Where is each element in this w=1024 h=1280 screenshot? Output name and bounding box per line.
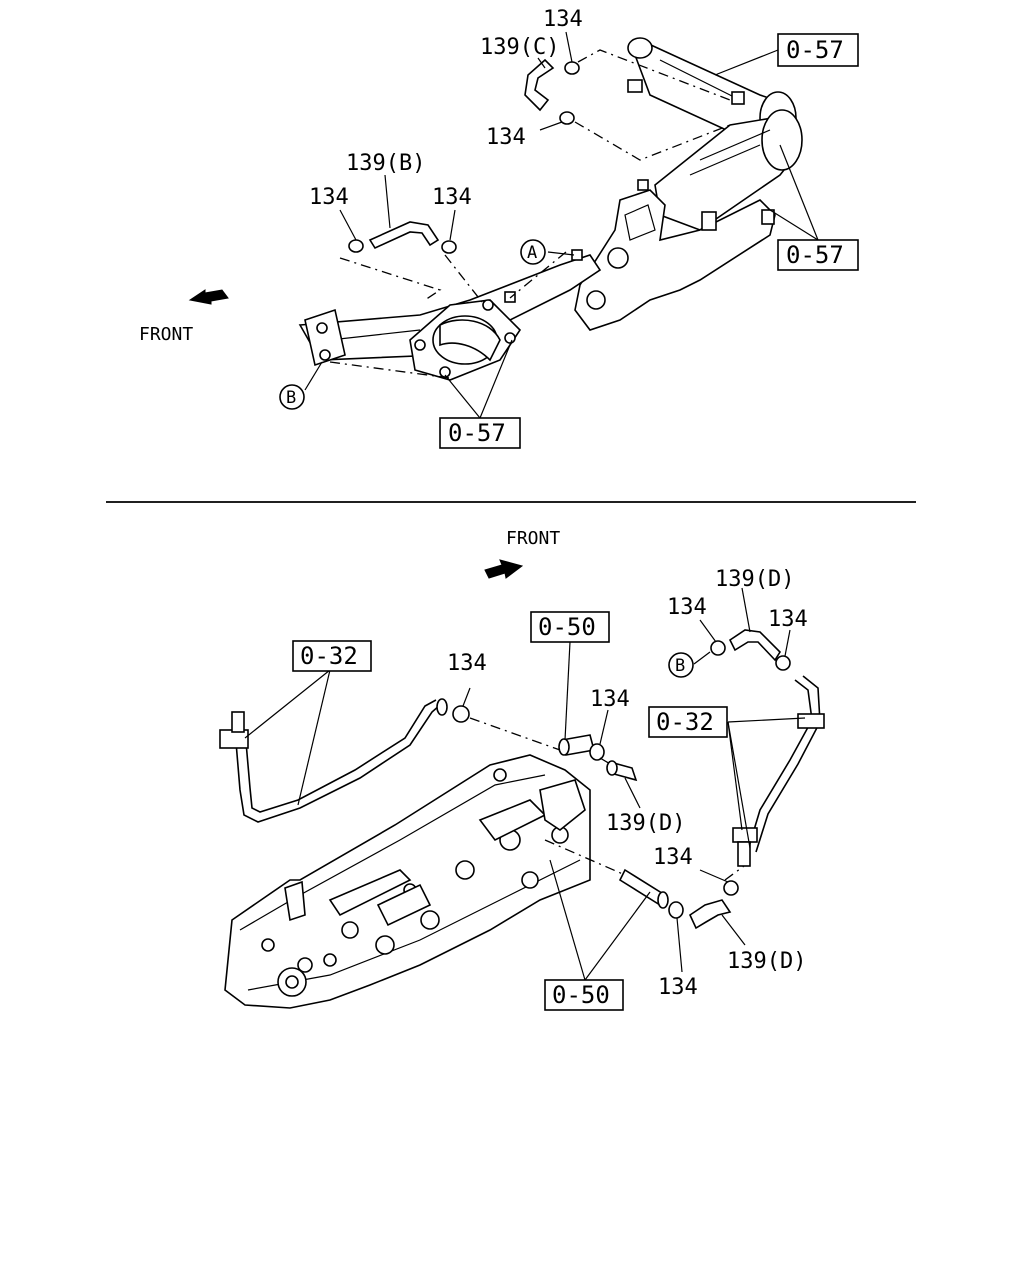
label-clamp-bottom: 134 <box>658 975 698 1000</box>
circle-a-text: A <box>527 243 537 263</box>
route-line-c <box>577 49 731 101</box>
route-line-c2 <box>574 121 731 161</box>
fitting-upper <box>637 179 649 191</box>
ref-top: 0-57 <box>786 36 844 64</box>
label-hose-139b: 139(B) <box>346 151 425 176</box>
front-label-lower: FRONT <box>506 528 560 549</box>
label-clamp-center: 134 <box>447 651 487 676</box>
label-clamp-lower-right: 134 <box>653 845 693 870</box>
clamp-d-left <box>710 640 726 656</box>
cylinder-head <box>224 754 591 1009</box>
route-line-a <box>509 251 567 299</box>
label-clamp-pipe: 134 <box>590 687 630 712</box>
route-line-b <box>339 257 442 301</box>
ref-050-bottom: 0-50 <box>552 981 610 1009</box>
flange-assembly <box>409 299 522 381</box>
ref-032-left: 0-32 <box>300 642 358 670</box>
label-hose-139c: 139(C) <box>480 35 559 60</box>
hose-139b <box>368 221 440 250</box>
clamp-lower-right <box>723 880 739 896</box>
circle-a <box>520 239 546 265</box>
clamp-mid <box>559 111 575 125</box>
hose-139c <box>524 58 555 112</box>
fitting-lower <box>504 291 516 303</box>
pipe-032-right <box>732 675 825 867</box>
label-clamp-mid: 134 <box>486 125 526 150</box>
ref-box-050-bottom <box>544 979 624 1011</box>
clamp-bottom <box>668 901 684 919</box>
label-hose-139d-top: 139(D) <box>715 567 794 592</box>
circle-b-upper <box>279 384 305 410</box>
label-hose-139d-bottom: 139(D) <box>727 949 806 974</box>
lower-section: FRONT <box>219 528 825 1011</box>
upper-section: FRONT 134 139(C) 134 139(B) 134 134 0-57… <box>139 7 859 449</box>
route-line-pipe <box>329 361 451 379</box>
circle-b-lower <box>668 652 694 678</box>
clamp-top <box>564 61 580 75</box>
exhaust-manifold <box>574 189 776 331</box>
circle-b-upper-text: B <box>286 388 296 408</box>
front-label-upper: FRONT <box>139 324 193 345</box>
route-line-b2 <box>444 254 483 303</box>
ref-box-032-left <box>292 640 372 672</box>
clamp-right <box>441 240 457 254</box>
label-hose-139d-mid: 139(D) <box>606 811 685 836</box>
hose-139d-bottom <box>688 899 732 930</box>
ref-box-050-top <box>530 611 610 643</box>
route-line-center <box>469 717 561 751</box>
ref-box-right <box>777 239 859 271</box>
label-clamp-left: 134 <box>309 185 349 210</box>
circle-b-lower-text: B <box>675 656 685 676</box>
pipe-050-bottom <box>618 868 669 909</box>
hose-139d-top <box>728 629 782 662</box>
front-arrow-upper <box>188 289 229 305</box>
hose-139d-mid <box>606 760 638 782</box>
clamp-center <box>452 705 470 723</box>
route-line-pipe-top <box>599 757 613 766</box>
clamp-d-right <box>775 655 791 671</box>
egr-cooler-lower <box>654 109 803 231</box>
ref-box-bottom <box>439 417 521 449</box>
clamp-left <box>348 239 364 253</box>
ref-right: 0-57 <box>786 241 844 269</box>
pipe-032-left <box>219 698 448 823</box>
pipe-050-top <box>558 734 595 756</box>
route-line-right <box>724 865 745 881</box>
clamp-pipe <box>589 743 605 761</box>
label-clamp-d-left: 134 <box>667 595 707 620</box>
ref-box-032-right <box>648 706 728 738</box>
ref-bottom: 0-57 <box>448 419 506 447</box>
label-clamp-right: 134 <box>432 185 472 210</box>
label-clamp-top: 134 <box>543 7 583 32</box>
ref-box-top <box>777 33 859 67</box>
ref-050-top: 0-50 <box>538 613 596 641</box>
ref-032-right: 0-32 <box>656 708 714 736</box>
front-arrow-lower <box>484 559 524 579</box>
label-clamp-d-right: 134 <box>768 607 808 632</box>
route-line-lower <box>544 839 626 876</box>
